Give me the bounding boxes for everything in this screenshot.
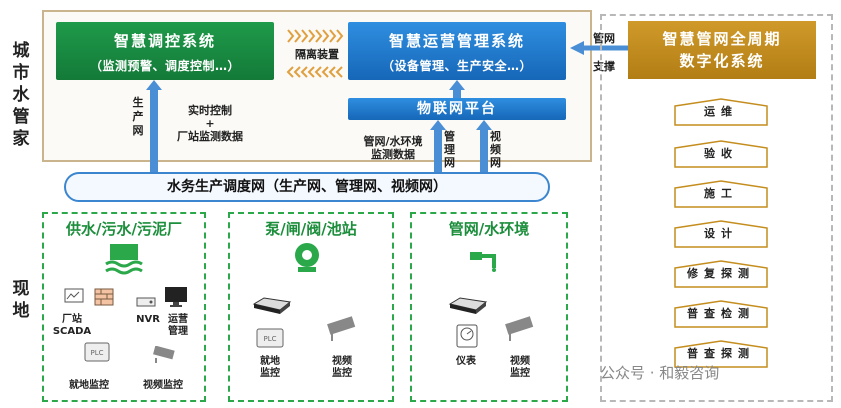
production-net-arrow <box>150 90 158 172</box>
ops-monitor-icon <box>164 286 188 308</box>
ops-mgmt-label: 运营管理 <box>168 314 188 337</box>
firewall-icon <box>94 288 114 306</box>
field-panel-title: 供水/污水/污泥厂 <box>66 220 182 238</box>
lifecycle-stage[interactable]: 运维 <box>674 98 768 126</box>
pipe-tap-icon <box>466 248 506 272</box>
field-label: 现地 <box>12 279 30 321</box>
smart-control-system[interactable]: 智慧调控系统 （监测预警、调度控制…） <box>56 22 274 80</box>
panel2-local-label: 就地监控 <box>260 356 280 379</box>
camera-icon <box>322 316 358 342</box>
field-panel-title: 泵/闸/阀/池站 <box>265 220 357 238</box>
lifecycle-stage-label: 设计 <box>704 227 738 240</box>
video-monitor-label: 视频监控 <box>143 380 183 391</box>
lifecycle-stage-label: 验收 <box>704 147 738 160</box>
plc-icon: PLC <box>256 328 284 348</box>
pipe-data-arrowhead-icon <box>430 120 446 130</box>
smart-ops-system[interactable]: 智慧运营管理系统 （设备管理、生产安全…） <box>348 22 566 80</box>
watermark: 公众号 · 和毅咨询 <box>600 364 720 382</box>
lifecycle-stage-label: 普查检测 <box>687 307 755 320</box>
ops-system-title: 智慧运营管理系统 <box>388 32 525 50</box>
router-icon <box>252 294 292 318</box>
iot-to-ops-arrowhead-icon <box>449 80 465 90</box>
plc-icon: PLC <box>84 342 110 362</box>
lifecycle-stage[interactable]: 修复探测 <box>674 260 768 288</box>
meter-label: 仪表 <box>456 356 476 367</box>
nvr-label: NVR <box>136 314 160 325</box>
production-net-label: 生产网 <box>132 96 144 137</box>
svg-text:PLC: PLC <box>263 335 276 343</box>
isolation-device-label: 隔离装置 <box>295 48 339 61</box>
local-monitor-label: 就地监控 <box>69 380 109 391</box>
pump-icon <box>290 240 324 274</box>
pipe-support-arrow-icon <box>568 40 628 56</box>
pipe-support-label: 管网 支撑 <box>593 32 615 73</box>
panel2-video-label: 视频监控 <box>332 356 352 379</box>
production-net-arrowhead-icon <box>146 80 162 90</box>
lifecycle-stage-label: 修复探测 <box>687 267 755 280</box>
lifecycle-digital-system[interactable]: 智慧管网全周期 数字化系统 <box>628 21 816 79</box>
camera-icon <box>500 316 536 342</box>
meter-icon <box>456 324 478 348</box>
nvr-device-icon <box>136 292 156 307</box>
lifecycle-stage[interactable]: 验收 <box>674 140 768 168</box>
lifecycle-stage-label: 普查探测 <box>687 347 755 360</box>
control-system-subtitle: （监测预警、调度控制…） <box>89 59 240 73</box>
lifecycle-stage-label: 施工 <box>704 187 738 200</box>
video-net-label: 视频网 <box>490 130 501 169</box>
mgmt-net-label: 管理网 <box>444 130 455 169</box>
plant-icon <box>104 242 144 278</box>
panel3-video-label: 视频监控 <box>510 356 530 379</box>
field-panel-pipe: 管网/水环境 <box>410 212 568 402</box>
control-system-title: 智慧调控系统 <box>113 32 216 50</box>
field-panel-pump: 泵/闸/阀/池站 <box>228 212 394 402</box>
video-net-arrowhead-icon <box>476 120 492 130</box>
field-panel-plant: 供水/污水/污泥厂 <box>42 212 206 402</box>
lifecycle-stage[interactable]: 普查探测 <box>674 340 768 368</box>
iot-to-ops-arrow <box>453 86 461 98</box>
isolation-chevrons-left-icon <box>284 64 348 80</box>
field-panel-title: 管网/水环境 <box>448 220 530 238</box>
video-net-arrow <box>480 128 488 172</box>
iot-platform[interactable]: 物联网平台 <box>348 98 566 120</box>
realtime-control-label: 实时控制 + 厂站监测数据 <box>177 104 243 143</box>
city-water-manager-label: 城市水管家 <box>12 41 30 149</box>
water-dispatch-network-bar[interactable]: 水务生产调度网（生产网、管理网、视频网） <box>64 172 550 202</box>
pipe-data-arrow <box>434 128 442 172</box>
plant-scada-label: 厂站SCADA <box>52 314 92 337</box>
lifecycle-stage[interactable]: 设计 <box>674 220 768 248</box>
ops-system-subtitle: （设备管理、生产安全…） <box>381 59 532 73</box>
router-icon <box>448 294 488 318</box>
lifecycle-container <box>600 14 833 402</box>
lifecycle-stage[interactable]: 施工 <box>674 180 768 208</box>
svg-text:PLC: PLC <box>90 349 103 357</box>
lifecycle-stage-label: 运维 <box>704 105 738 118</box>
camera-icon <box>150 345 180 364</box>
lifecycle-stage[interactable]: 普查检测 <box>674 300 768 328</box>
monitor-chart-icon <box>64 288 84 306</box>
isolation-chevrons-icon <box>284 26 348 46</box>
pipe-env-data-label: 管网/水环境 监测数据 <box>363 135 423 161</box>
